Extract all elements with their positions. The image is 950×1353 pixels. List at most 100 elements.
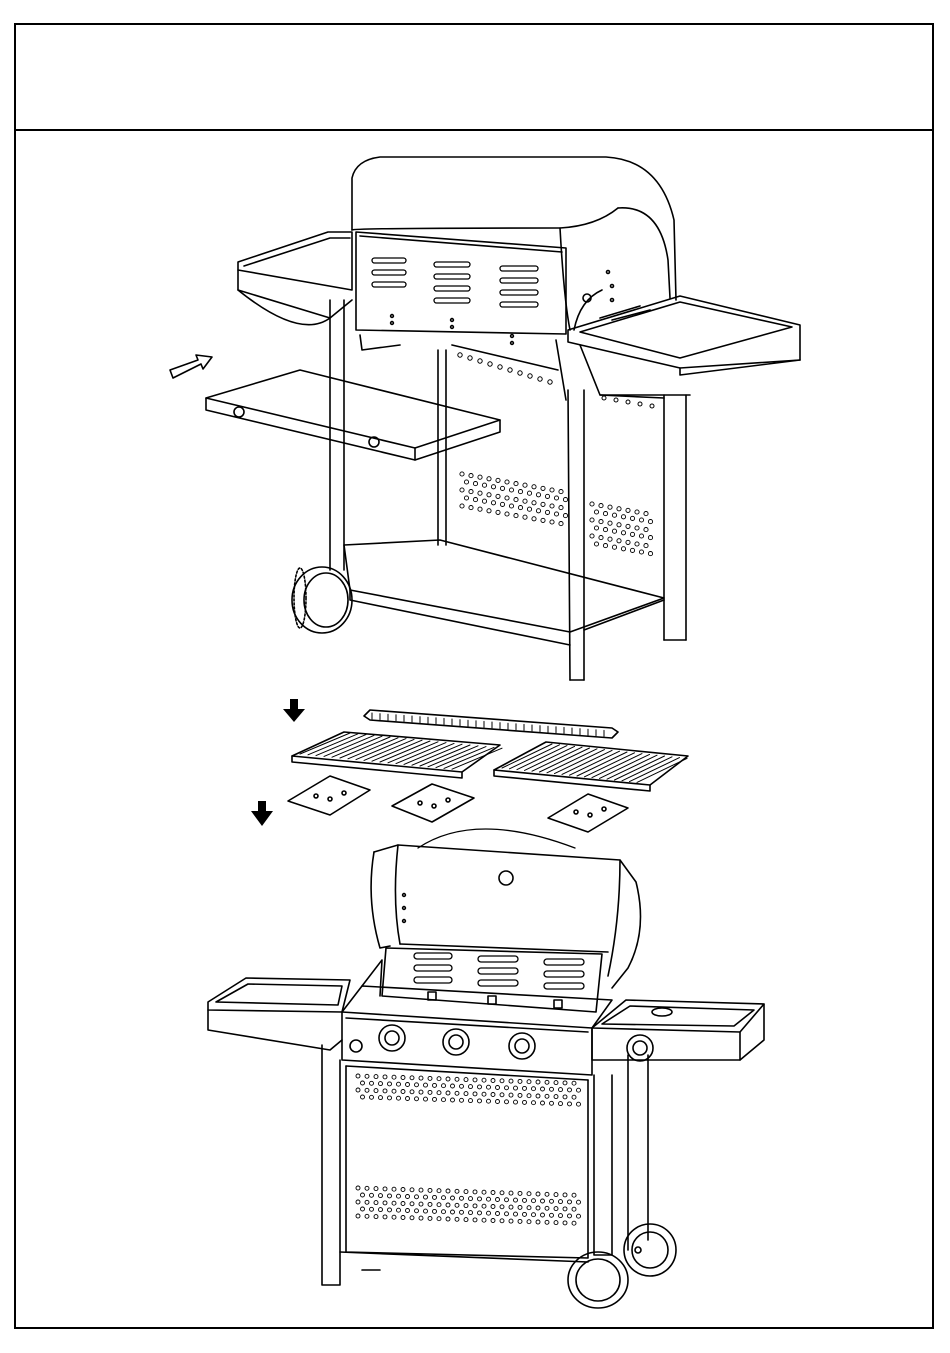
perforation-hole [433, 1097, 437, 1101]
perforation-hole [505, 1198, 509, 1202]
perforation-hole [446, 1217, 450, 1221]
perforation-hole [464, 1204, 468, 1208]
perforation-hole [460, 1210, 464, 1214]
perforation-hole [572, 1221, 576, 1225]
left-shelf-assembled [208, 978, 350, 1050]
warming-rack [364, 710, 618, 738]
perforation-hole [451, 1210, 455, 1214]
rear-vent-panel [382, 948, 602, 1012]
perforation-hole [518, 1205, 522, 1209]
perforation-hole [599, 504, 603, 508]
perforation-hole [419, 1202, 423, 1206]
perforation-hole [572, 1095, 576, 1099]
perforation-hole [424, 1097, 428, 1101]
perforation-hole [536, 1220, 540, 1224]
perforation-hole [518, 506, 522, 510]
perforation-hole [532, 517, 536, 521]
perforation-hole [356, 1074, 360, 1078]
perforation-hole [554, 1193, 558, 1197]
perforation-hole [383, 1089, 387, 1093]
perforation-hole [460, 504, 464, 508]
perforation-hole [559, 490, 563, 494]
control-knobs [350, 1025, 653, 1061]
perforation-hole [446, 1203, 450, 1207]
perforation-hole [401, 1090, 405, 1094]
perforation-hole [433, 1195, 437, 1199]
perforation-hole [621, 547, 625, 551]
perforation-hole [392, 1187, 396, 1191]
assembled-grill [208, 829, 764, 1308]
grate-bar [340, 737, 390, 758]
grate-bar [300, 733, 350, 754]
perforation-hole [541, 518, 545, 522]
perforation-hole [527, 491, 531, 495]
perforation-hole [410, 1090, 414, 1094]
perforation-hole [523, 1212, 527, 1216]
perforation-hole [500, 1205, 504, 1209]
perforation-hole [473, 482, 477, 486]
perforation-hole [370, 1193, 374, 1197]
perforation-hole [473, 1190, 477, 1194]
perforation-hole [505, 512, 509, 516]
perforation-hole [478, 507, 482, 511]
perforation-hole [612, 545, 616, 549]
grate-bar [348, 738, 398, 759]
perforation-hole [621, 515, 625, 519]
grate-bar [436, 747, 486, 768]
perforation-hole [451, 1196, 455, 1200]
perforation-hole [482, 499, 486, 503]
perforation-hole [487, 1099, 491, 1103]
perforation-hole [406, 1195, 410, 1199]
perforation-hole [545, 1206, 549, 1210]
perforation-hole [410, 1216, 414, 1220]
perforation-hole [469, 1211, 473, 1215]
grate-bar [428, 746, 478, 767]
perforation-hole [594, 510, 598, 514]
perforation-hole [406, 1097, 410, 1101]
perforation-hole [514, 514, 518, 518]
perforation-hole [365, 1200, 369, 1204]
cooking-grate-right [494, 742, 688, 791]
perforation-hole [356, 1186, 360, 1190]
cooking-grate-left [292, 732, 502, 778]
perforation-hole [460, 488, 464, 492]
perforation-hole [563, 1095, 567, 1099]
grate-bar [420, 745, 470, 766]
grate-bar [316, 735, 366, 756]
perforation-hole [419, 1090, 423, 1094]
perforation-hole [478, 1085, 482, 1089]
perforation-hole [401, 1188, 405, 1192]
perforation-hole [442, 1210, 446, 1214]
perforation-hole [437, 1077, 441, 1081]
perforation-hole [415, 1209, 419, 1213]
perforation-hole [383, 1201, 387, 1205]
perforation-hole [455, 1189, 459, 1193]
perforation-hole [446, 1077, 450, 1081]
perforation-hole [536, 493, 540, 497]
perforation-hole [500, 1191, 504, 1195]
grate-bar [332, 736, 382, 757]
perforation-hole [545, 1220, 549, 1224]
perforation-hole [568, 1102, 572, 1106]
perforation-hole [644, 544, 648, 548]
perforation-hole [541, 486, 545, 490]
perforation-hole [563, 1081, 567, 1085]
perforation-hole [374, 1187, 378, 1191]
perforation-hole [554, 1207, 558, 1211]
perforation-hole [482, 1092, 486, 1096]
perforation-hole [491, 485, 495, 489]
perforation-hole [361, 1095, 365, 1099]
perforation-hole [545, 1192, 549, 1196]
perforation-hole [397, 1096, 401, 1100]
perforation-hole [639, 534, 643, 538]
perforation-hole [406, 1083, 410, 1087]
perforation-hole [437, 1189, 441, 1193]
perforation-hole [392, 1215, 396, 1219]
perforation-hole [523, 1100, 527, 1104]
perforation-hole [419, 1188, 423, 1192]
perforation-hole [464, 1078, 468, 1082]
perforation-hole [473, 1078, 477, 1082]
perforation-hole [365, 1088, 369, 1092]
grate-bar [356, 739, 406, 760]
perforation-hole [514, 1198, 518, 1202]
